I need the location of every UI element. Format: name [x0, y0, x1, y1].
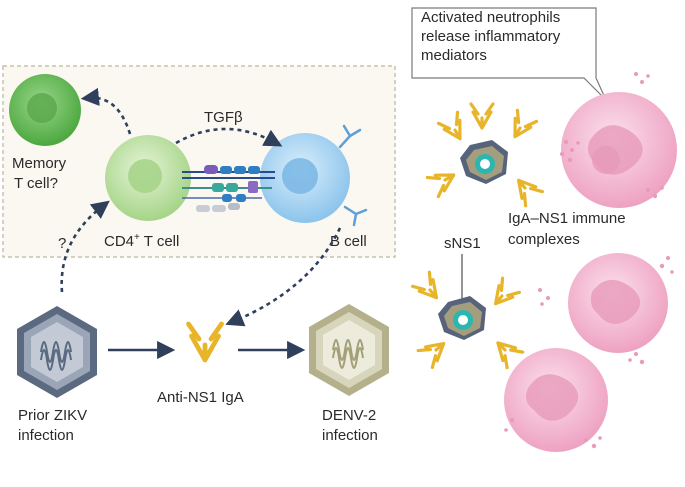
b-cell	[260, 124, 368, 227]
b-cell-label: B cell	[330, 233, 367, 250]
neutrophil-bottom	[504, 348, 608, 452]
denv2-virion-icon	[309, 304, 389, 396]
arrow-zikv-to-cd4	[60, 200, 110, 293]
callout-text: Activated neutrophils release inflammato…	[421, 8, 593, 80]
anti-ns1-iga-icon	[189, 324, 222, 360]
neutrophil-middle	[568, 253, 668, 353]
denv2-label: DENV-2 infection	[322, 407, 380, 444]
iga-ns1-complex-bottom	[410, 270, 525, 370]
cd4-t-cell	[105, 135, 191, 221]
bcr-receptor-icon	[338, 124, 362, 149]
mediator-dots	[504, 72, 674, 449]
memory-t-cell	[9, 74, 81, 146]
arrow-to-memory	[80, 87, 132, 135]
tgfb-label: TGFβ	[204, 109, 243, 126]
synapse-molecules-icon	[182, 165, 275, 212]
callout-line: release inflammatory	[421, 28, 561, 45]
sns1-label: sNS1	[444, 235, 481, 252]
iga-ns1-label: IgA–NS1 immune complexes	[508, 210, 630, 248]
callout-line: Activated neutrophils	[421, 9, 561, 26]
callout-line: mediators	[421, 47, 487, 64]
zikv-virion-icon	[17, 306, 97, 398]
anti-ns1-iga-label: Anti-NS1 IgA	[157, 389, 244, 406]
cd4-t-cell-label: CD4+ T cell	[104, 232, 179, 250]
memory-t-cell-label: Memory T cell?	[12, 155, 70, 192]
prior-zikv-label: Prior ZIKV infection	[18, 407, 91, 444]
iga-ns1-complex-top	[425, 102, 545, 208]
neutrophil-top	[561, 92, 677, 208]
bcr-receptor-icon	[343, 205, 368, 227]
question-label: ?	[58, 235, 66, 252]
arrow-tgfb	[175, 127, 283, 147]
